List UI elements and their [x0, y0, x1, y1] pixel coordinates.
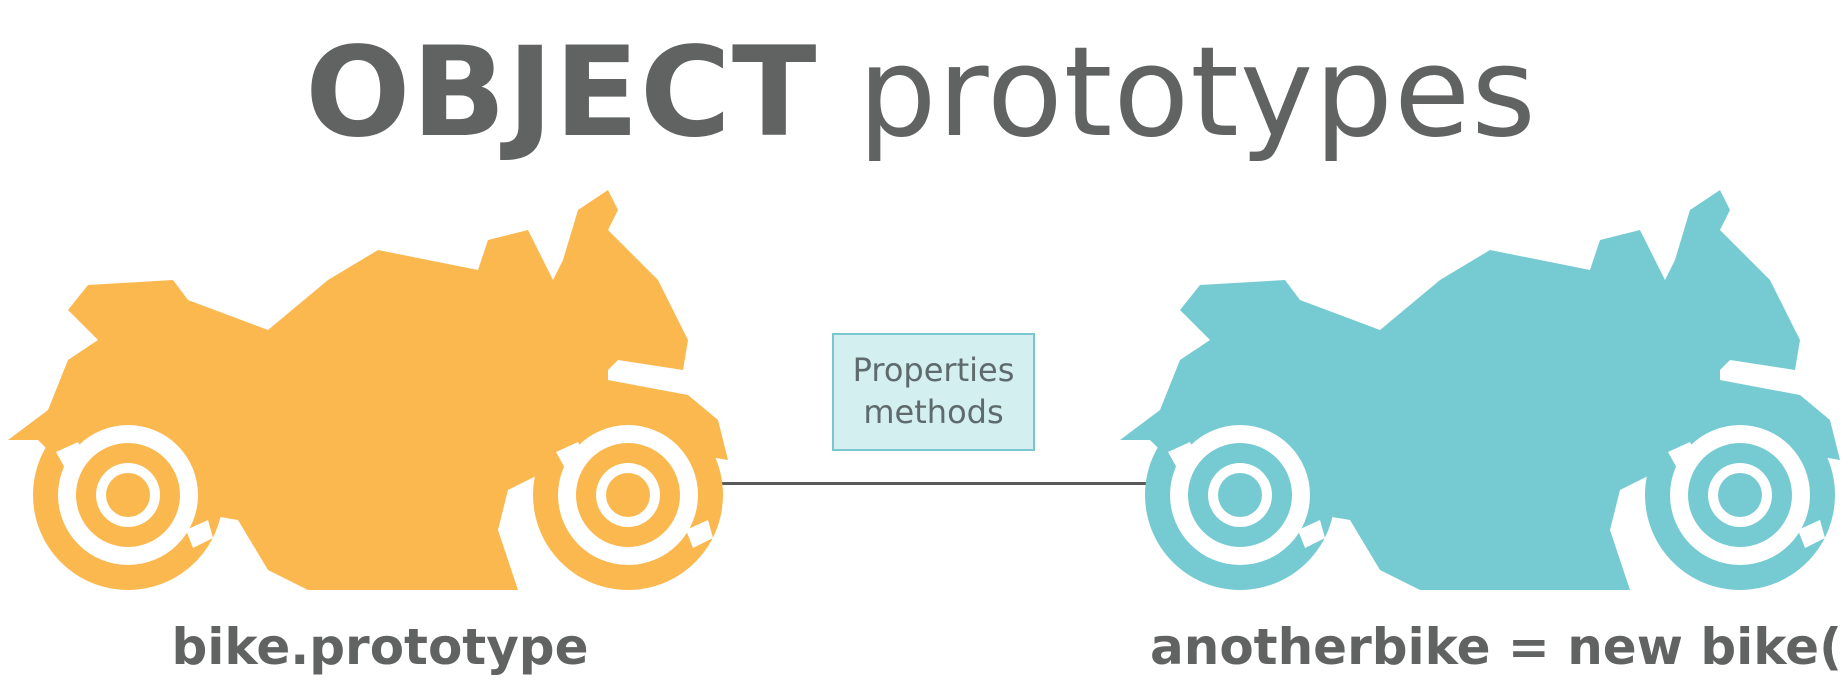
motorcycle-icon: [1120, 190, 1840, 590]
connector-line: [720, 482, 1150, 485]
page-title: OBJECT prototypes: [0, 18, 1842, 168]
prototype-caption: bike.prototype: [171, 618, 589, 676]
instance-motorcycle-icon: [1120, 190, 1840, 600]
properties-label: Properties: [852, 351, 1015, 389]
methods-label: methods: [863, 393, 1004, 431]
instance-caption: anotherbike = new bike(): [1150, 618, 1842, 676]
motorcycle-icon: [8, 190, 728, 590]
properties-methods-box: Properties methods: [832, 333, 1035, 451]
prototype-motorcycle-icon: [8, 190, 728, 600]
title-bold-word: OBJECT: [305, 21, 818, 165]
title-light-word: prototypes: [857, 21, 1537, 165]
